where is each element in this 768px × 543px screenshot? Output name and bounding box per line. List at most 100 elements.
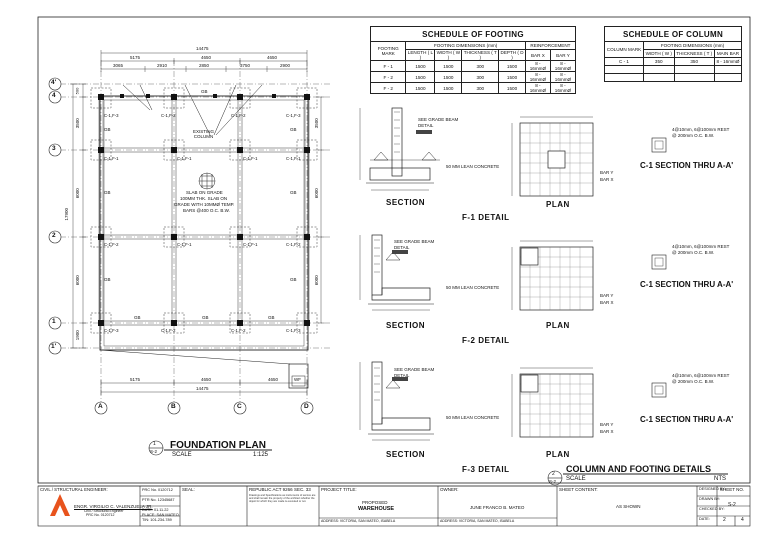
project-title-line-2: WAREHOUSE — [358, 506, 395, 512]
tag-r3-a: C-1,F-1 — [104, 156, 119, 161]
dim-bottom-2: 4650 — [201, 377, 212, 382]
details-ref-num: 2 — [552, 471, 555, 477]
f3-plan-label: PLAN — [546, 450, 570, 459]
sheet-no-label: SHEET NO. — [720, 487, 745, 492]
owner-name: JUNE FRANCO B. MATEO — [470, 505, 525, 510]
tag-r2-b: C-1,F-1 — [177, 242, 192, 247]
table-cell: 1500 — [405, 82, 436, 94]
table-cell: 8 - 16mmØ — [549, 71, 577, 83]
plan-ref-sheet: S-2 — [150, 449, 158, 454]
dim-left-5: 1900 — [74, 330, 80, 341]
f3-section-label: SECTION — [386, 450, 426, 459]
dim-top-2: 4650 — [201, 55, 212, 60]
col-header: REINFORCEMENT — [524, 41, 577, 50]
table-cell: 1500 — [498, 71, 526, 83]
tag-r3-b: C-1,F-1 — [177, 156, 192, 161]
col-header: FOOTING MARK — [369, 41, 407, 61]
project-address: ADDRESS: VICTORIA, SAN MATEO, ISABELA — [321, 519, 396, 523]
col-header: WIDTH ( W ) — [434, 49, 463, 61]
table-cell: 300 — [461, 60, 500, 72]
dim-left-1: 500 — [74, 87, 80, 95]
f2-grade-beam-note-1: SEE GRADE BEAM — [394, 239, 435, 244]
table-cell: 1500 — [434, 82, 463, 94]
existing-column-label: EXISTING COLUMN — [193, 129, 215, 139]
page-total: 4 — [741, 517, 744, 523]
dim-left-4: 6000 — [74, 275, 80, 286]
inner-wall-line — [103, 99, 305, 347]
col-header: BAR X — [524, 49, 551, 61]
table-cell: 8 - 16mmØ — [524, 82, 551, 94]
col-header: WIDTH ( W ) — [643, 49, 675, 58]
dim-left-2: 3500 — [74, 118, 80, 129]
gb-label: GB — [104, 190, 111, 195]
c1-section-title-2: C-1 SECTION THRU A-A' — [640, 280, 734, 289]
f1-grade-beam-note-1: SEE GRADE BEAM — [418, 117, 459, 122]
table-cell: 1500 — [434, 60, 463, 72]
f3-bar-x: BAR X — [600, 429, 614, 434]
details-ref-sheet: S-2 — [549, 479, 557, 484]
col-header: LENGTH ( L ) — [405, 49, 436, 61]
table-cell: 300 — [461, 82, 500, 94]
dim-sub-2: 2910 — [157, 63, 168, 68]
grid-col-c: C — [237, 403, 242, 410]
table-cell: F - 2 — [369, 71, 407, 83]
owner-label: OWNER: — [440, 487, 459, 492]
dim-sub-4: 3750 — [240, 63, 251, 68]
tag-r4-a: C-1,F-3 — [104, 113, 119, 118]
page-number: 2 — [723, 517, 726, 523]
table-cell: C - 1 — [603, 57, 645, 66]
c1-note-1b: @ 200mm O.C. B.W. — [672, 133, 715, 138]
checked-by-label: CHECKED BY: — [699, 507, 725, 511]
issue-date: DATE: 01.11.22 — [142, 508, 169, 512]
dim-top-1: 5175 — [130, 55, 141, 60]
foundation-plan — [48, 50, 330, 456]
f3-grade-beam-note-2: DETAIL — [394, 373, 410, 378]
table-cell: 1500 — [405, 60, 436, 72]
tag-r1-d: C-1,F-3 — [286, 328, 301, 333]
table-cell: 8 - 16mmØ — [524, 60, 551, 72]
prc-no: PRC No. 0120712 — [142, 488, 173, 492]
tag-r4-c: C-1,F-2 — [231, 113, 246, 118]
grid-row-4prime: 4' — [51, 79, 57, 86]
engineer-line-1: Civil / Structural Engineer — [84, 509, 124, 513]
col-header: MAIN BAR — [713, 49, 743, 58]
wf-label: WF — [294, 377, 301, 382]
sheet-content: AS SHOWN — [616, 504, 641, 509]
f2-detail-title: F-2 DETAIL — [462, 336, 510, 345]
sheet-border — [37, 16, 751, 484]
f3-section-drawing — [359, 361, 434, 441]
dim-overall-top: 14475 — [196, 46, 209, 51]
table-cell: 350 — [673, 57, 715, 66]
details-scale-label: SCALE — [566, 476, 586, 482]
table-cell: F - 2 — [369, 82, 407, 94]
slab-note-3: GRADE WITH 10MMØ TEMP. — [174, 202, 235, 207]
grid-row-1prime: 1' — [51, 343, 57, 350]
gb-label: GB — [290, 127, 297, 132]
plan-scale-label: SCALE — [172, 452, 192, 458]
table-cell: 1500 — [434, 71, 463, 83]
gb-label: GB — [104, 127, 111, 132]
c1-section-title-1: C-1 SECTION THRU A-A' — [640, 161, 734, 170]
designed-by-label: DESIGNED BY: — [699, 487, 726, 491]
tag-r1-a: C-1,F-3 — [104, 328, 119, 333]
seal-label: SEAL: — [182, 487, 195, 492]
schedule-of-column-table: SCHEDULE OF COLUMN COLUMN MARK FOOTING D… — [603, 26, 743, 82]
slab-note-4: BARS @400 O.C. B.W. — [183, 208, 230, 213]
f2-bar-x: BAR X — [600, 300, 614, 305]
owner-address: ADDRESS: VICTORIA, SAN MATEO, ISABELA — [440, 519, 515, 523]
col-header: COLUMN MARK — [603, 41, 645, 58]
grid-col-b: B — [171, 403, 176, 410]
sheet-content-label: SHEET CONTENT: — [559, 487, 598, 492]
f2-bar-y: BAR Y — [600, 293, 614, 298]
tag-r1-c: C-1,F-2 — [231, 328, 246, 333]
col-header: THICKNESS ( T ) — [673, 49, 715, 58]
table-cell: 300 — [461, 71, 500, 83]
dim-sub-3: 2850 — [199, 63, 210, 68]
col-header: DEPTH ( D ) — [498, 49, 526, 61]
f2-grade-beam-note-2: DETAIL — [394, 245, 410, 250]
f2-lean-concrete: 50 MM LEAN CONCRETE — [446, 285, 500, 290]
